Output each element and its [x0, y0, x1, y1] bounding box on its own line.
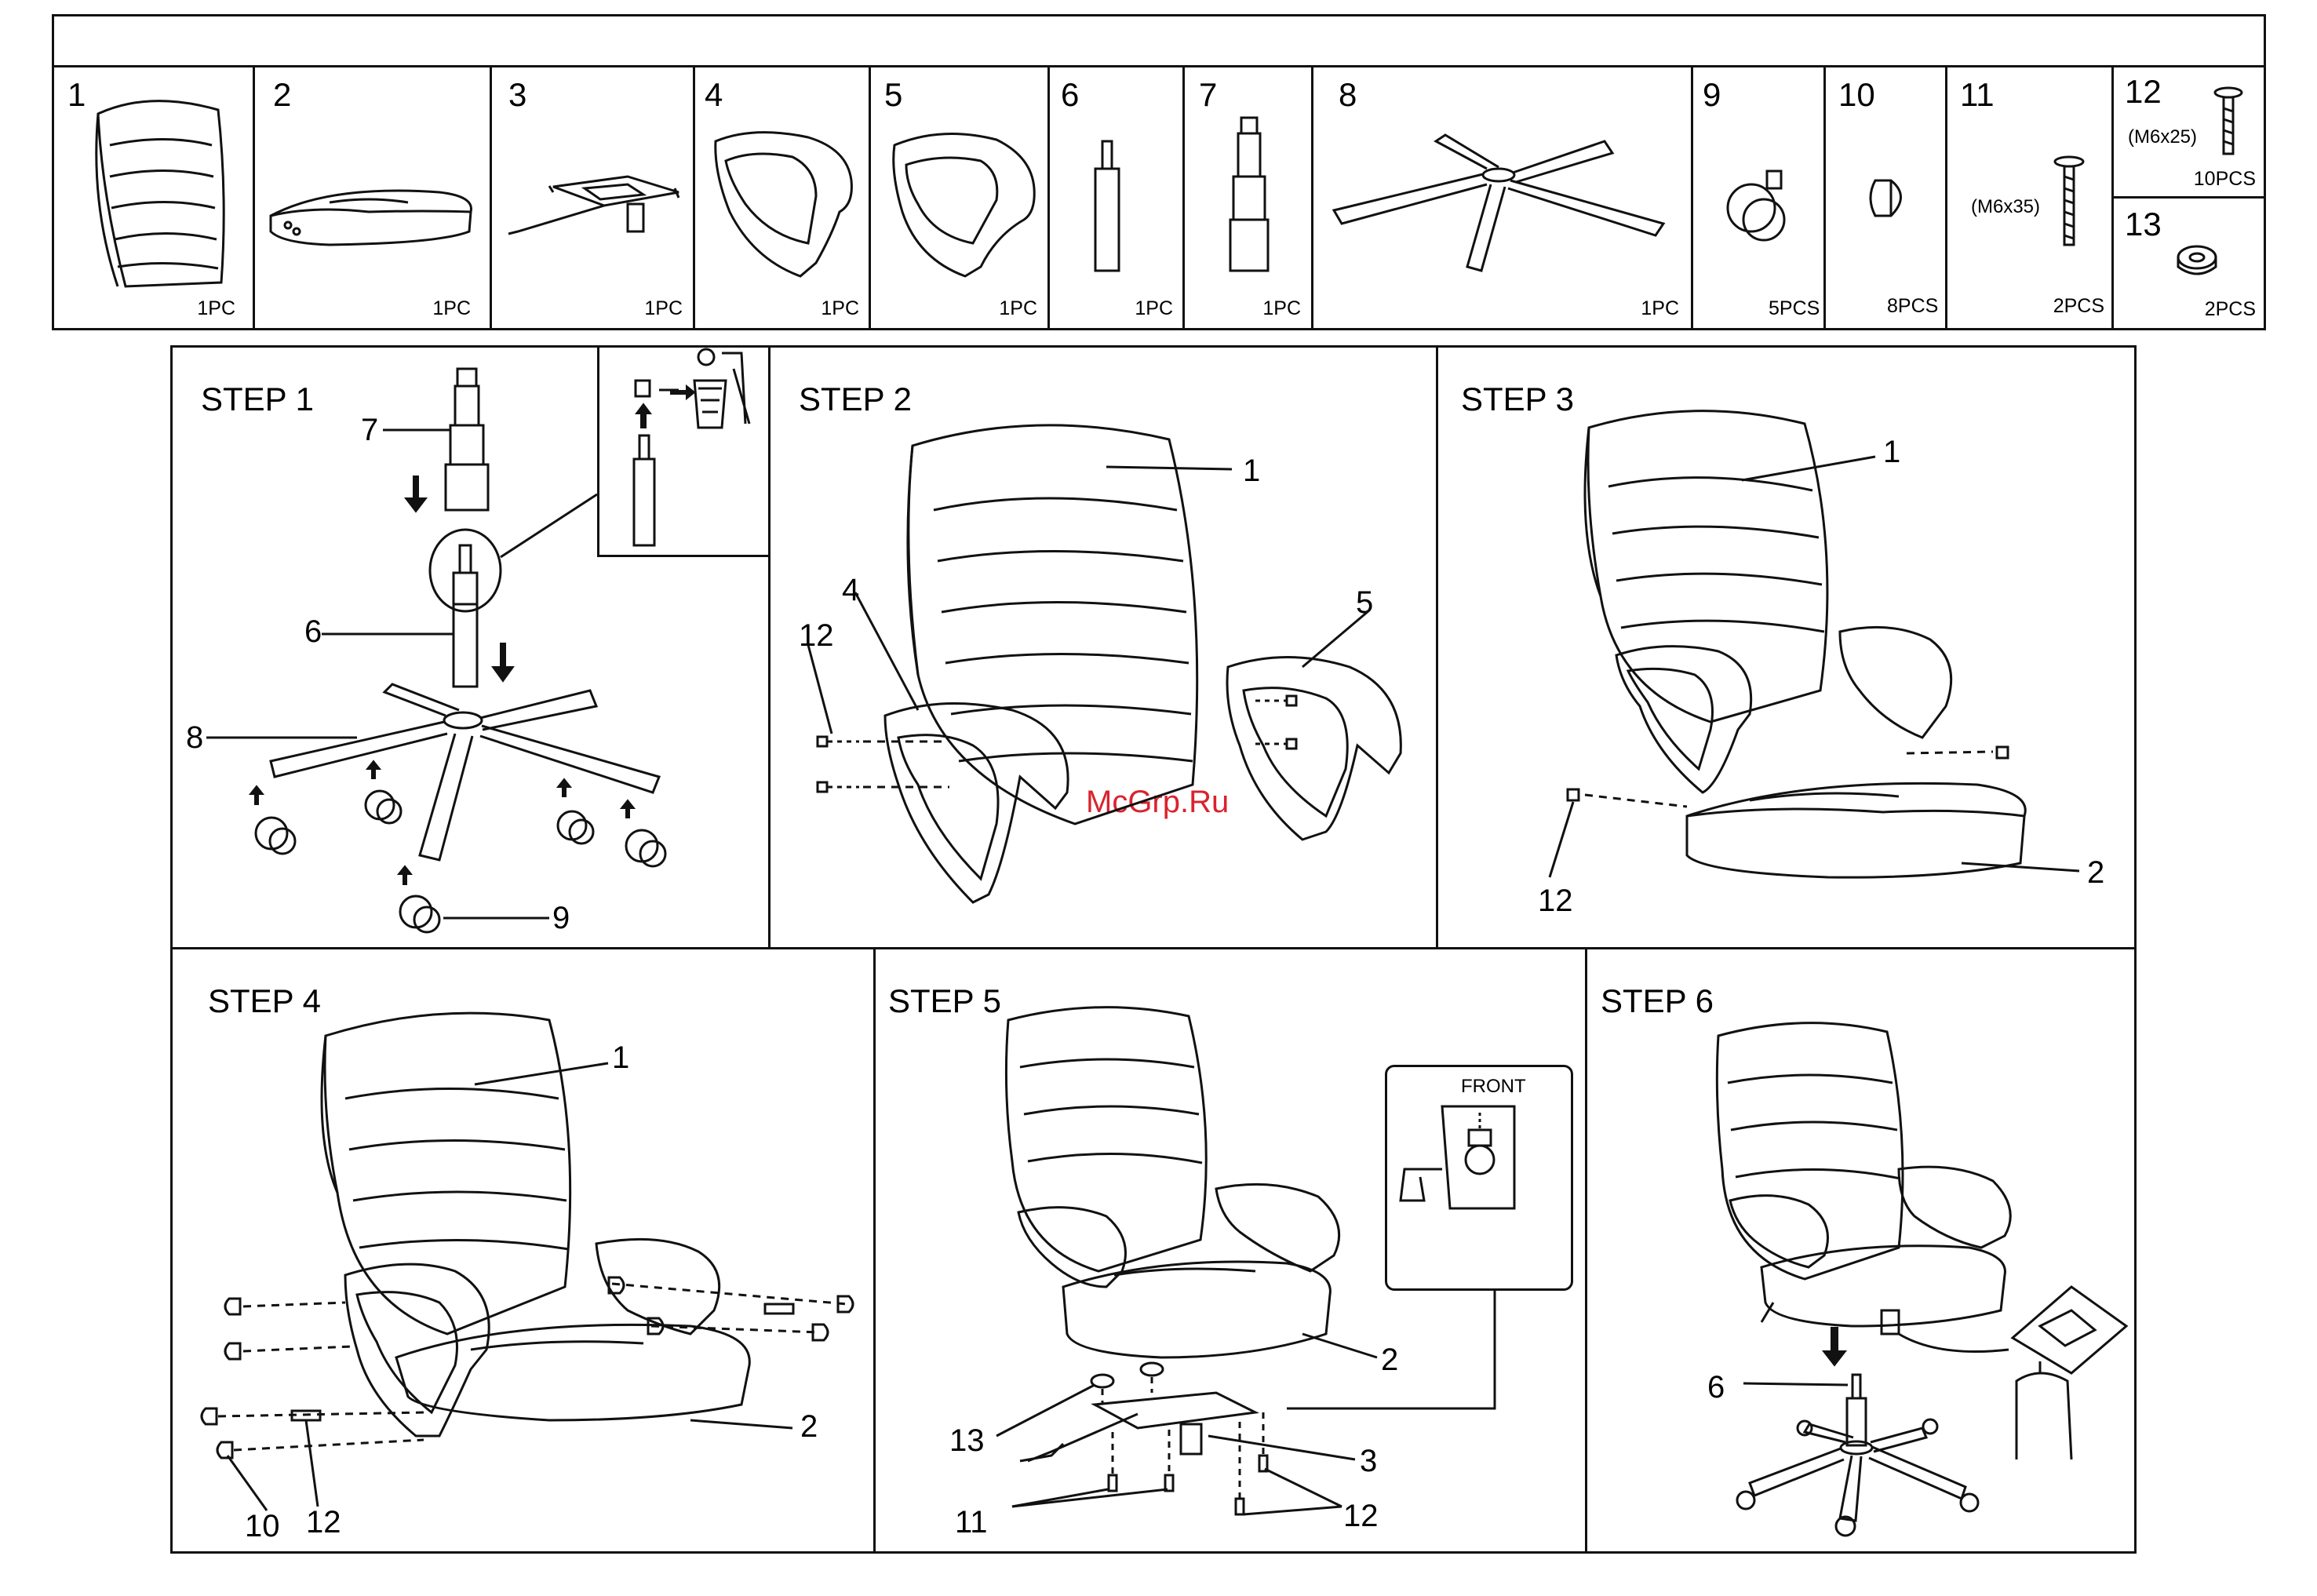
part-number: 13: [2125, 208, 2162, 241]
part-quantity: 1PC: [636, 299, 683, 319]
callout-4: 4: [842, 574, 859, 606]
step-title: STEP 6: [1601, 985, 1714, 1018]
part-quantity: 2PCS: [2197, 300, 2256, 319]
callout-3: 3: [1360, 1445, 1377, 1477]
part-quantity: 10PCS: [2189, 169, 2256, 189]
callout-5: 5: [1356, 587, 1373, 618]
part-number: 2: [273, 78, 291, 111]
part-quantity: 1PC: [188, 299, 235, 319]
part-number: 12: [2125, 75, 2162, 108]
callout-1: 1: [1243, 455, 1260, 486]
part-quantity: 8PCS: [1887, 297, 1934, 316]
step-2-panel: [768, 345, 1438, 949]
part-number: 9: [1703, 78, 1721, 111]
step-3-panel: [1436, 345, 2137, 949]
callout-12: 12: [306, 1507, 341, 1538]
part-number: 6: [1061, 78, 1079, 111]
step-title: STEP 5: [888, 985, 1001, 1018]
callout-7: 7: [361, 414, 378, 446]
callout-2: 2: [800, 1411, 818, 1442]
callout-6: 6: [304, 616, 322, 647]
callout-1: 1: [1883, 436, 1900, 468]
parts-table-header: [52, 14, 2266, 67]
part-number: 8: [1339, 78, 1357, 111]
callout-8: 8: [186, 722, 203, 753]
part-quantity: 2PCS: [2049, 297, 2104, 316]
callout-6: 6: [1707, 1372, 1725, 1403]
part-cell-8: [1311, 65, 1693, 330]
part-quantity: 1PC: [812, 299, 859, 319]
step-6-panel: [1585, 947, 2137, 1554]
watermark: McGrp.Ru: [1086, 785, 1229, 820]
callout-11: 11: [955, 1507, 988, 1538]
step-title: STEP 3: [1461, 383, 1574, 416]
callout-2: 2: [1381, 1344, 1398, 1376]
part-size: (M6x35): [1971, 198, 2040, 217]
part-quantity: 1PC: [1632, 299, 1679, 319]
part-number: 11: [1960, 78, 1995, 111]
part-number: 5: [884, 78, 902, 111]
callout-12: 12: [1343, 1500, 1379, 1532]
callout-1: 1: [612, 1042, 629, 1073]
front-label: FRONT: [1461, 1077, 1526, 1096]
part-number: 10: [1838, 78, 1875, 111]
part-quantity: 1PC: [1254, 299, 1301, 319]
front-orientation-inset: [1385, 1065, 1573, 1291]
callout-12: 12: [799, 620, 834, 651]
callout-12: 12: [1538, 885, 1573, 916]
part-number: 3: [508, 78, 526, 111]
part-size: (M6x25): [2128, 128, 2197, 147]
part-quantity: 1PC: [424, 299, 471, 319]
step-title: STEP 4: [208, 985, 321, 1018]
step-title: STEP 2: [799, 383, 912, 416]
part-quantity: 1PC: [990, 299, 1037, 319]
part-number: 7: [1199, 78, 1217, 111]
callout-9: 9: [552, 902, 570, 934]
part-number: 1: [67, 78, 86, 111]
step-1-inset: [597, 345, 771, 557]
part-quantity: 5PCS: [1769, 299, 1816, 319]
part-quantity: 1PC: [1126, 299, 1173, 319]
step-title: STEP 1: [201, 383, 314, 416]
callout-2: 2: [2087, 857, 2104, 888]
step-4-panel: [170, 947, 876, 1554]
callout-13: 13: [949, 1425, 985, 1456]
callout-10: 10: [245, 1510, 280, 1542]
part-number: 4: [705, 78, 723, 111]
